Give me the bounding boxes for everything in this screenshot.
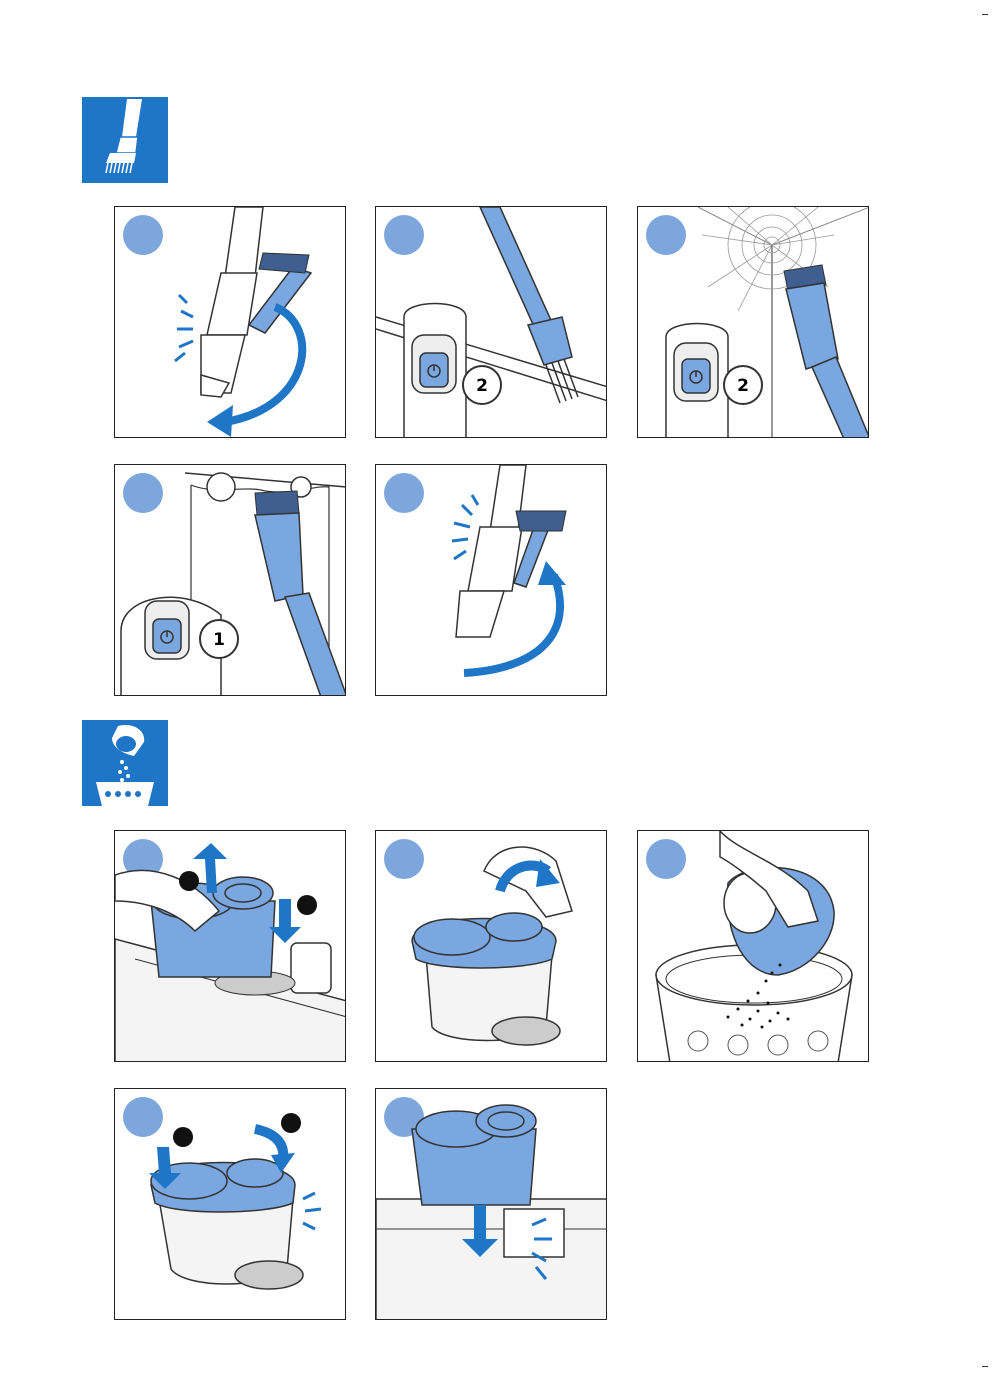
flip-brush-open-icon: [115, 207, 346, 438]
panel-dust-3: [637, 830, 869, 1062]
panel-brush-3: 2: [637, 206, 869, 438]
reinsert-container-icon: [376, 1089, 607, 1320]
clean-cobweb-power-2-icon: 2: [638, 207, 869, 438]
reattach-lid-icon: [115, 1089, 346, 1320]
empty-into-bin-icon: [638, 831, 869, 1062]
remove-cyclone-lid-icon: [376, 831, 607, 1062]
panel-dust-2: [375, 830, 607, 1062]
panel-dust-5: [375, 1088, 607, 1320]
empty-dust-container-icon: [82, 720, 168, 806]
flip-brush-close-icon: [376, 465, 607, 696]
remove-dust-container-icon: [115, 831, 346, 1062]
crop-mark-bottom-right: [982, 1366, 988, 1367]
clean-surface-power-2-icon: 2: [376, 207, 607, 438]
brush-nozzle-icon: [82, 97, 168, 183]
panel-brush-4: 1: [114, 464, 346, 696]
panel-dust-4: [114, 1088, 346, 1320]
panel-brush-5: [375, 464, 607, 696]
clean-curtain-power-1-icon: 1: [115, 465, 346, 696]
power-level-label: 2: [476, 376, 488, 396]
panel-brush-2: 2: [375, 206, 607, 438]
power-level-label: 2: [737, 376, 749, 396]
panel-brush-1: [114, 206, 346, 438]
panel-dust-1: [114, 830, 346, 1062]
power-level-label: 1: [213, 630, 225, 650]
crop-mark-top-right: [982, 14, 988, 15]
